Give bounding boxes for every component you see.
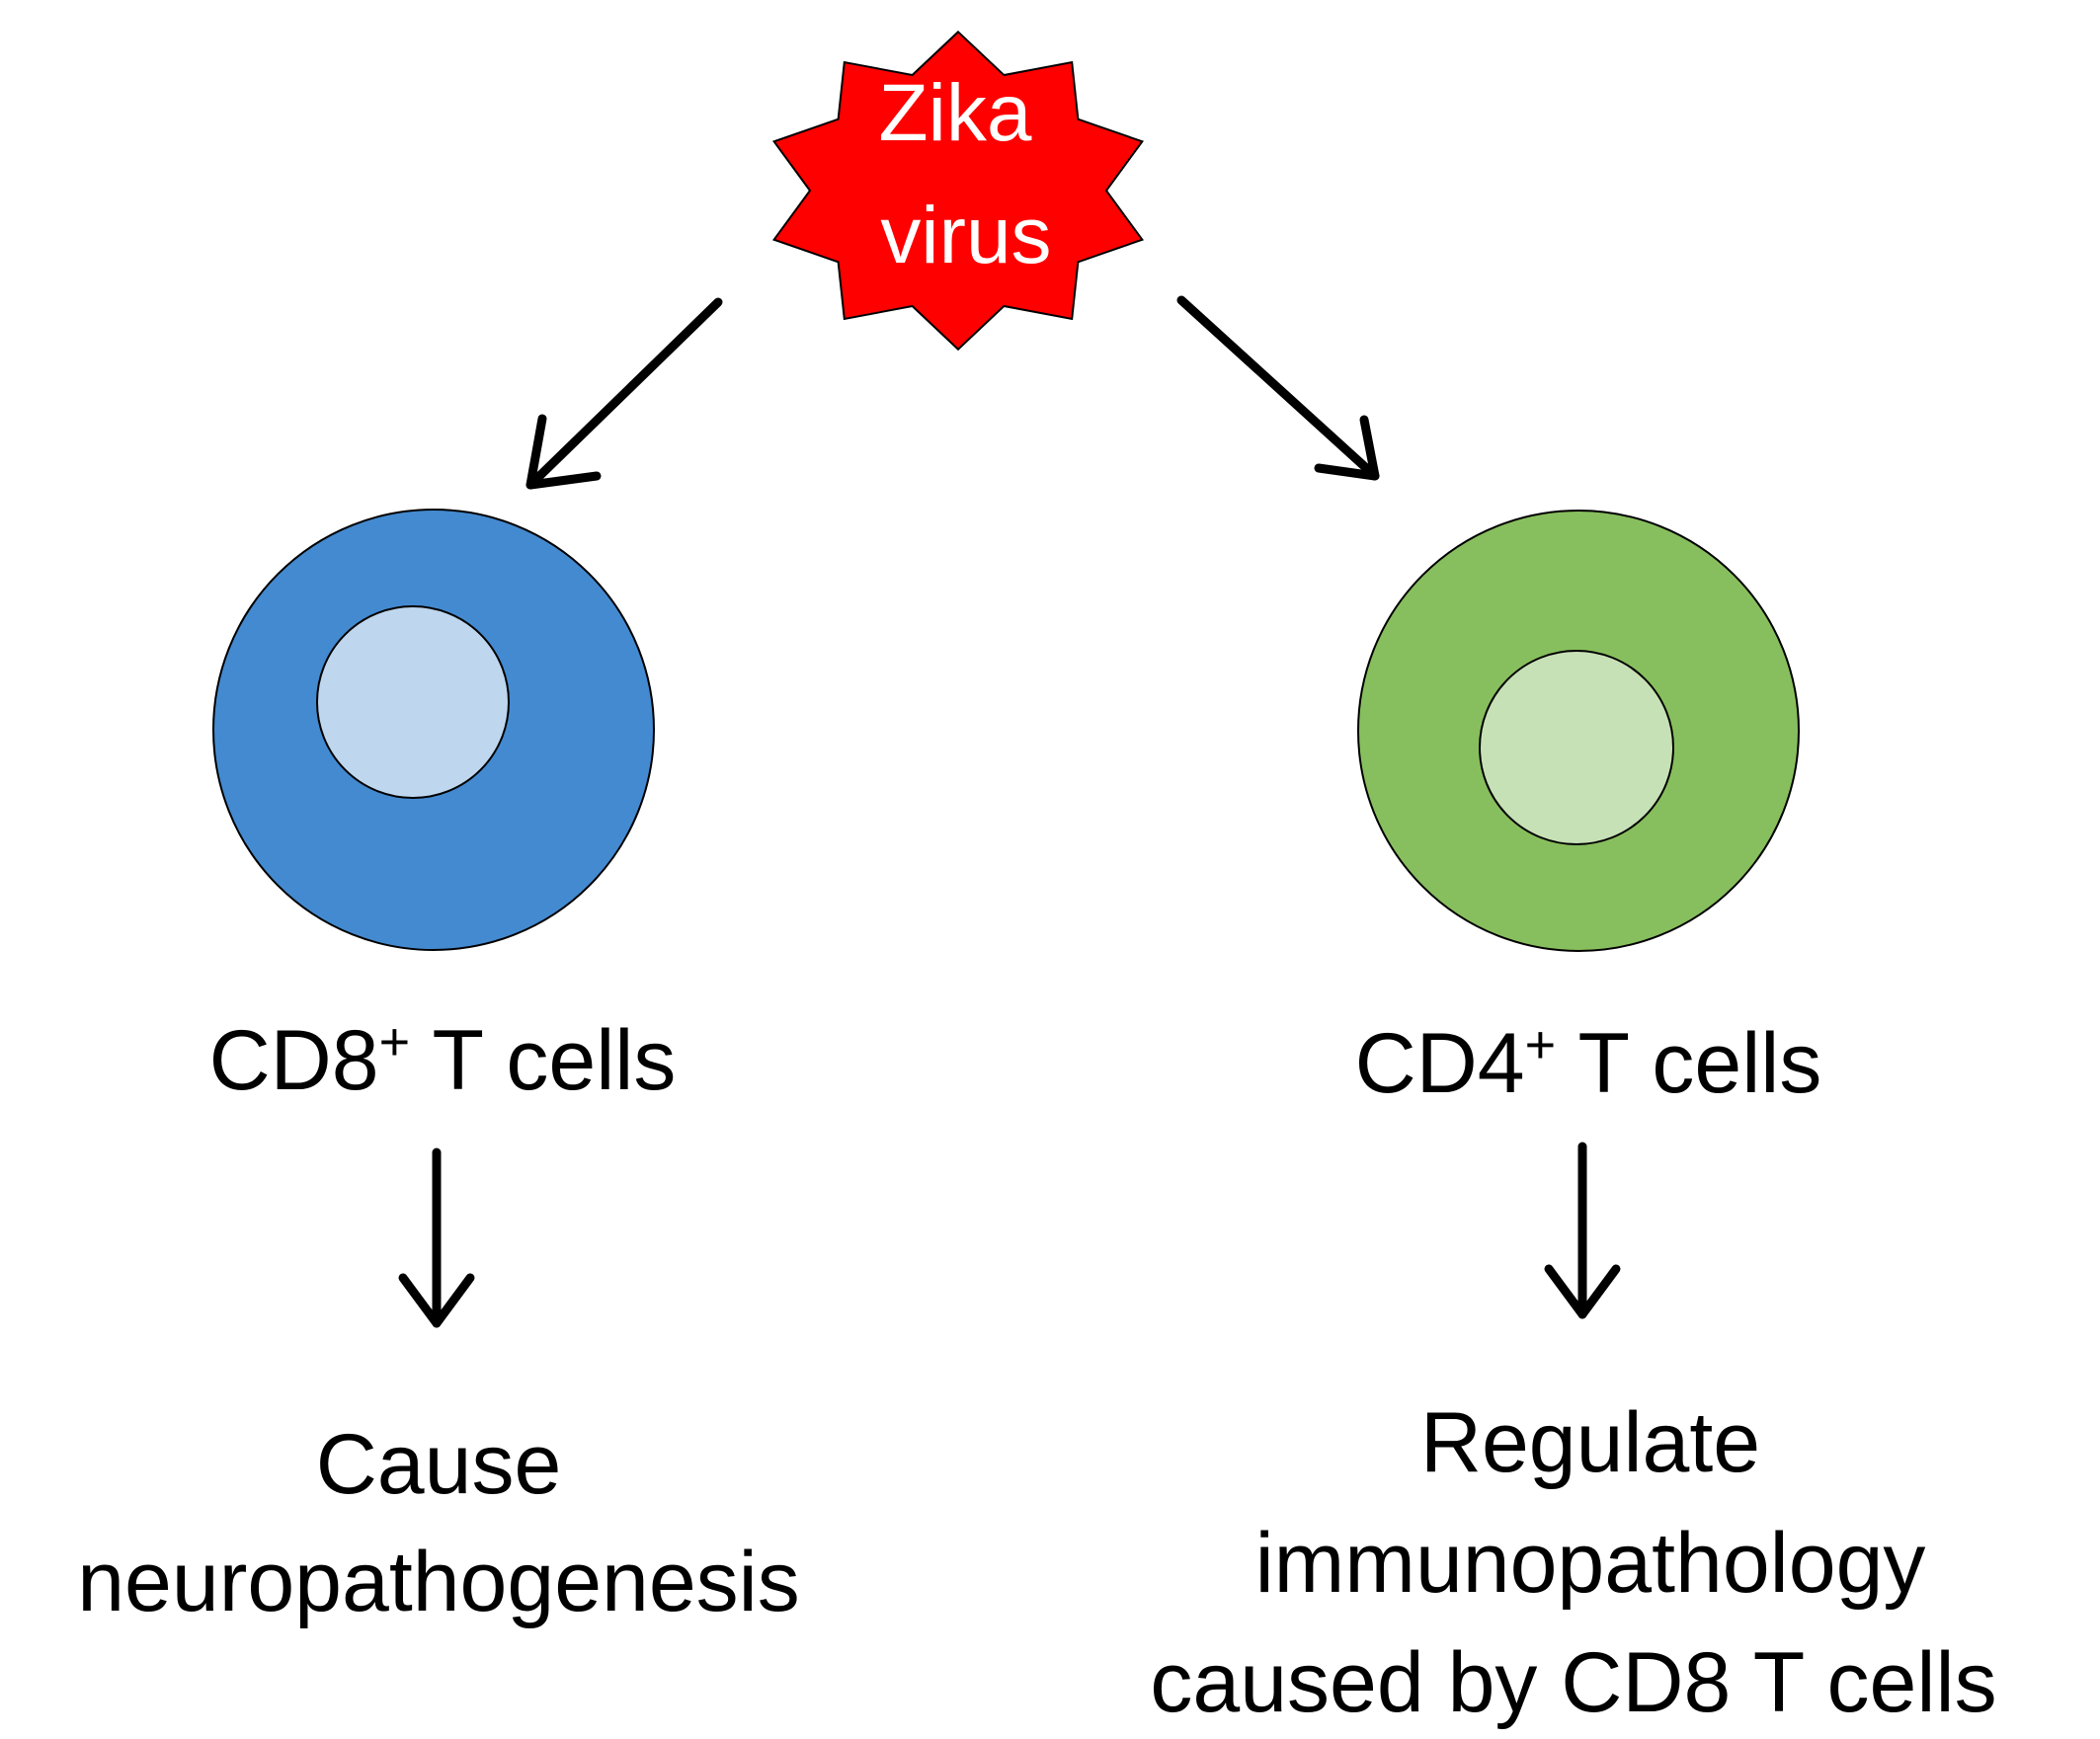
arrow-cd4-to-outcome xyxy=(1544,1142,1621,1319)
cd4-outcome-line1: Regulate xyxy=(1420,1395,1760,1490)
virus-starburst-icon xyxy=(771,30,1145,352)
arrow-virus-to-cd8 xyxy=(525,297,723,490)
cd4-outcome-line2: immunopathology xyxy=(1255,1516,1926,1611)
cd4-outcome-line3: caused by CD8 T cells xyxy=(1150,1635,1996,1730)
cd4-cell-label: CD4+ T cells xyxy=(1355,1015,1822,1111)
cd8-outcome-line2: neuropathogenesis xyxy=(77,1535,800,1629)
virus-label-line2: virus xyxy=(880,191,1051,280)
cd8-t-cell-icon xyxy=(212,509,655,951)
cd4-t-cell-icon xyxy=(1357,510,1800,952)
cd4-superscript: + xyxy=(1525,1015,1557,1074)
cd8-cell-nucleus xyxy=(316,605,510,799)
cd8-cell-label: CD8+ T cells xyxy=(209,1012,677,1108)
cd4-cell-nucleus xyxy=(1479,650,1674,845)
arrow-virus-to-cd4 xyxy=(1176,295,1380,481)
cd8-outcome-text: Cause neuropathogenesis xyxy=(77,1417,800,1629)
cd4-outcome-text: Regulate immunopathology caused by CD8 T… xyxy=(1150,1395,1996,1730)
zika-virus-node: Zika virus xyxy=(771,30,1145,352)
virus-label-line1: Zika xyxy=(879,68,1032,158)
arrow-cd8-to-outcome xyxy=(398,1147,475,1328)
cd8-superscript: + xyxy=(379,1012,411,1071)
cd8-outcome-line1: Cause xyxy=(316,1417,562,1512)
